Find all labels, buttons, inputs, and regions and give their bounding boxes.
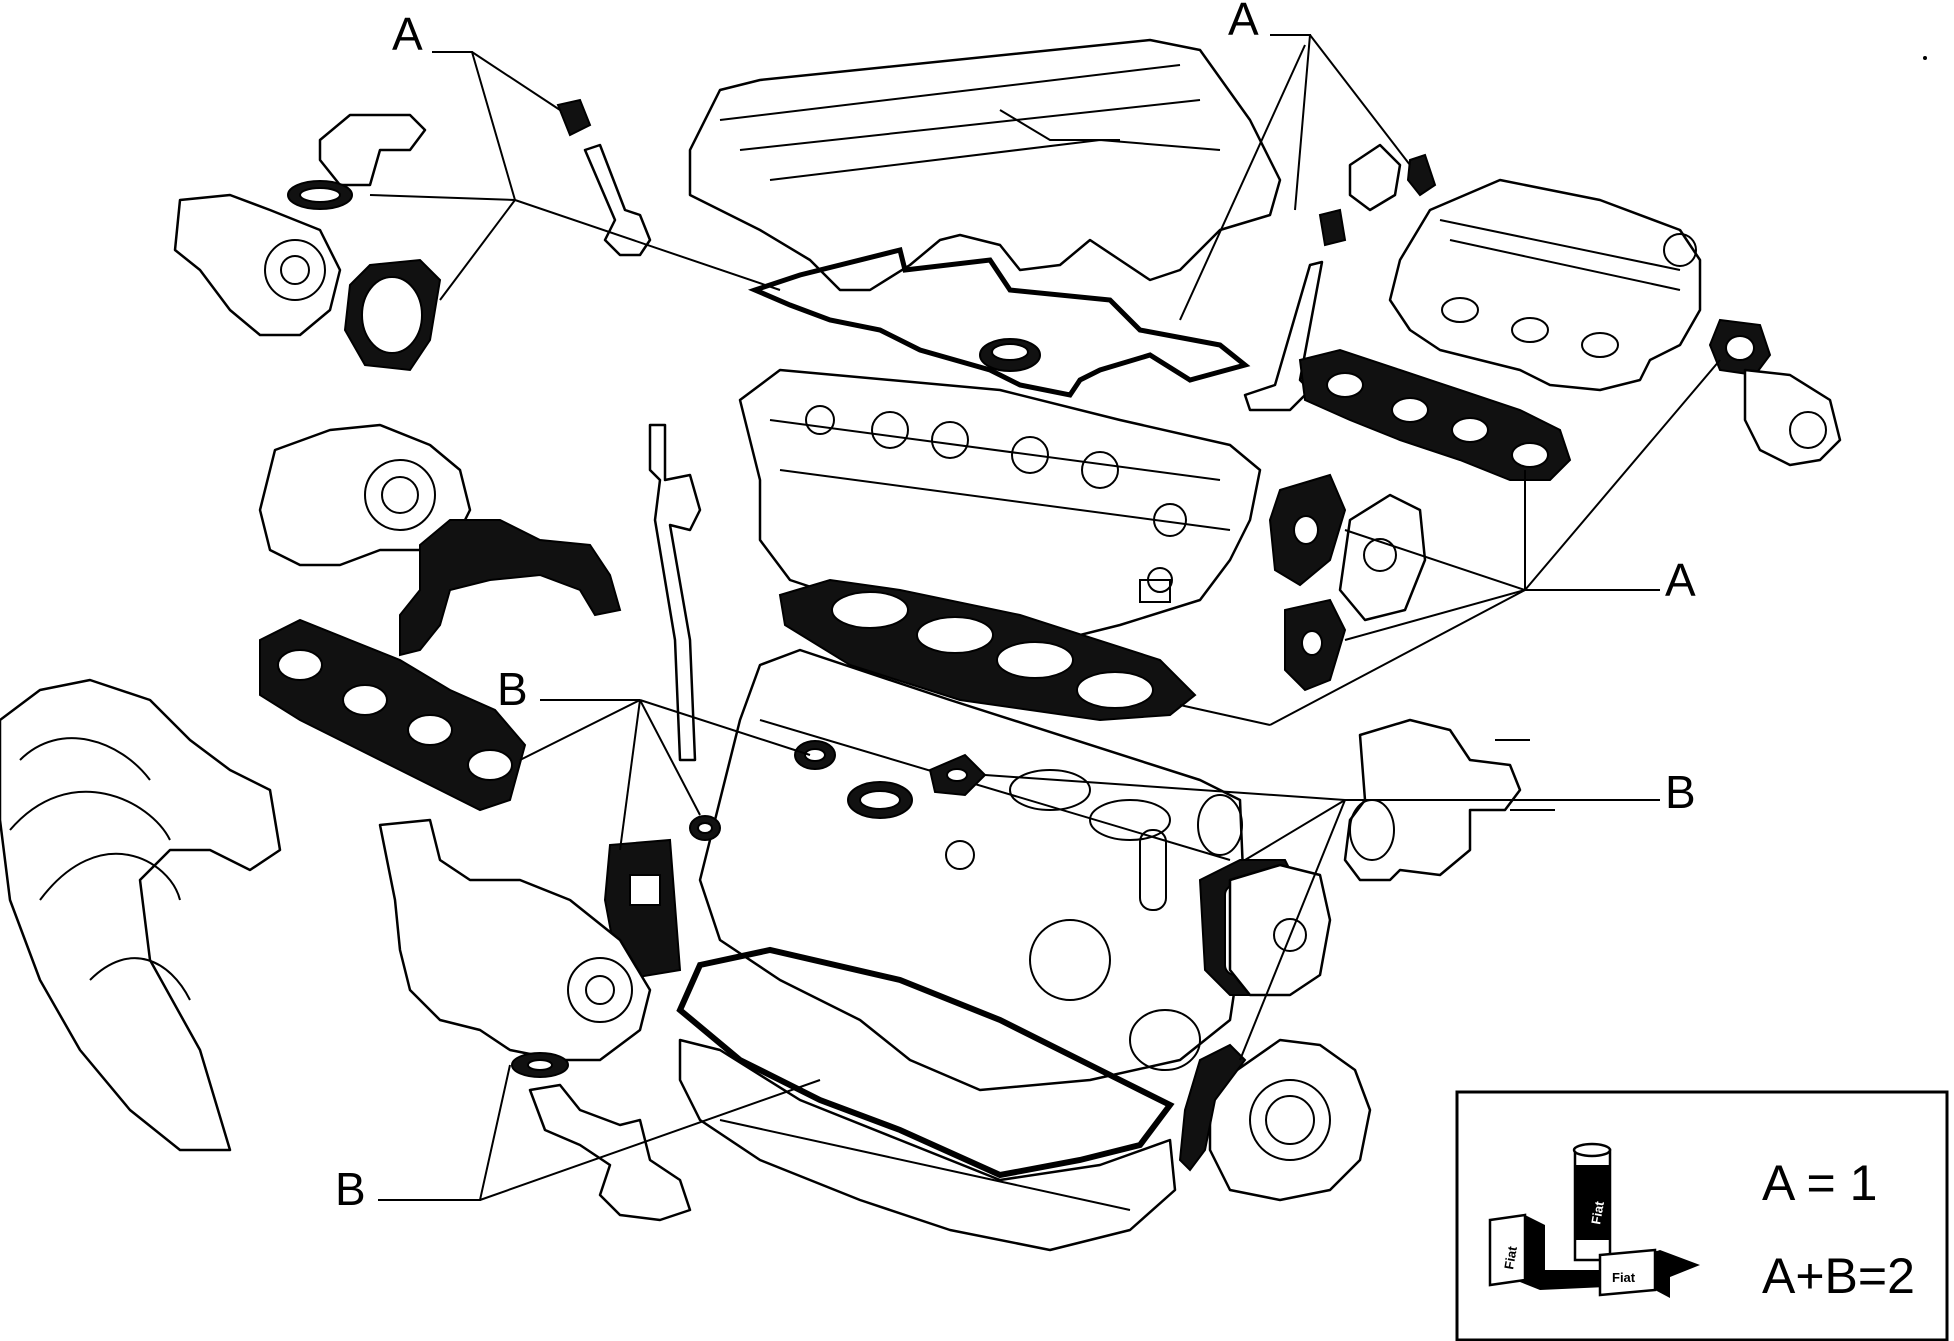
- callout-b-right: B: [1665, 766, 1696, 818]
- exhaust-manifold: [0, 678, 282, 1152]
- dipstick-tube: [648, 423, 702, 762]
- oil-pickup-gasket: [511, 1052, 569, 1078]
- cylinder-head: [738, 368, 1262, 652]
- callout-b-bottom: B: [335, 1163, 366, 1215]
- auxiliary-shaft-housing: [378, 818, 652, 1062]
- box-logo-text: Fiat: [1501, 1244, 1520, 1270]
- throttle-body: [1743, 368, 1842, 467]
- valve-cover-gasket: [747, 246, 1251, 398]
- oil-pickup-pipe: [528, 1083, 692, 1222]
- coolant-outlet-gasket: [1406, 153, 1437, 197]
- legend-box: Fiat Fiat Fiat A = 1 A+B=2: [1455, 1090, 1949, 1341]
- engine-block: [698, 648, 1247, 1092]
- valve-stem-seal-right: [1318, 208, 1347, 247]
- flange-gasket-lower-right: [1284, 598, 1347, 692]
- intake-valve-left: [583, 143, 652, 257]
- intake-manifold-gasket: [1298, 348, 1572, 481]
- valve-stem-seal-left: [556, 98, 592, 137]
- sealant-product-icon: Fiat Fiat Fiat: [1488, 1142, 1700, 1298]
- small-box-logo-text: Fiat: [1612, 1270, 1636, 1285]
- callout-a-top-left: A: [392, 8, 423, 60]
- oil-pan: [678, 1038, 1177, 1252]
- rear-main-seal-gasket: [1178, 1043, 1247, 1172]
- callout-a-right: A: [1665, 554, 1696, 606]
- rear-main-seal-housing: [1208, 1038, 1372, 1202]
- cover-plate-right: [1338, 493, 1427, 622]
- legend-line-a: A = 1: [1762, 1155, 1877, 1211]
- water-jacket-cover: [1228, 863, 1332, 997]
- cylinder-head-gasket: [778, 578, 1197, 722]
- small-flange-gasket: [928, 753, 987, 797]
- callout-b-left: B: [497, 663, 528, 715]
- coolant-outlet-elbow: [1348, 143, 1402, 212]
- water-pump-gasket-large: [343, 258, 442, 372]
- water-pump-elbow: [318, 113, 427, 187]
- throttle-body-gasket: [1708, 318, 1772, 377]
- thermostat-gasket-ring: [847, 781, 913, 819]
- water-pump: [173, 193, 342, 337]
- callout-a-top-right: A: [1228, 0, 1259, 45]
- legend-line-ab: A+B=2: [1762, 1248, 1915, 1304]
- intake-manifold: [1388, 178, 1702, 392]
- can-logo-text: Fiat: [1588, 1199, 1607, 1225]
- valve-cover: [688, 38, 1282, 292]
- timing-cover-gasket: [399, 519, 622, 657]
- stray-dot: [1923, 56, 1927, 60]
- water-pump-gasket-small: [287, 180, 353, 210]
- leader-lines-a: [369, 34, 1721, 726]
- exhaust-manifold-gasket-left: [259, 618, 527, 812]
- oil-seal-small-left: [689, 815, 721, 841]
- intake-valve-right: [1243, 260, 1324, 412]
- flange-gasket-upper-right: [1268, 473, 1347, 587]
- leader-lines-b: [378, 699, 1660, 1201]
- oil-seal-upper: [794, 740, 836, 770]
- oil-pan-gasket: [676, 946, 1175, 1179]
